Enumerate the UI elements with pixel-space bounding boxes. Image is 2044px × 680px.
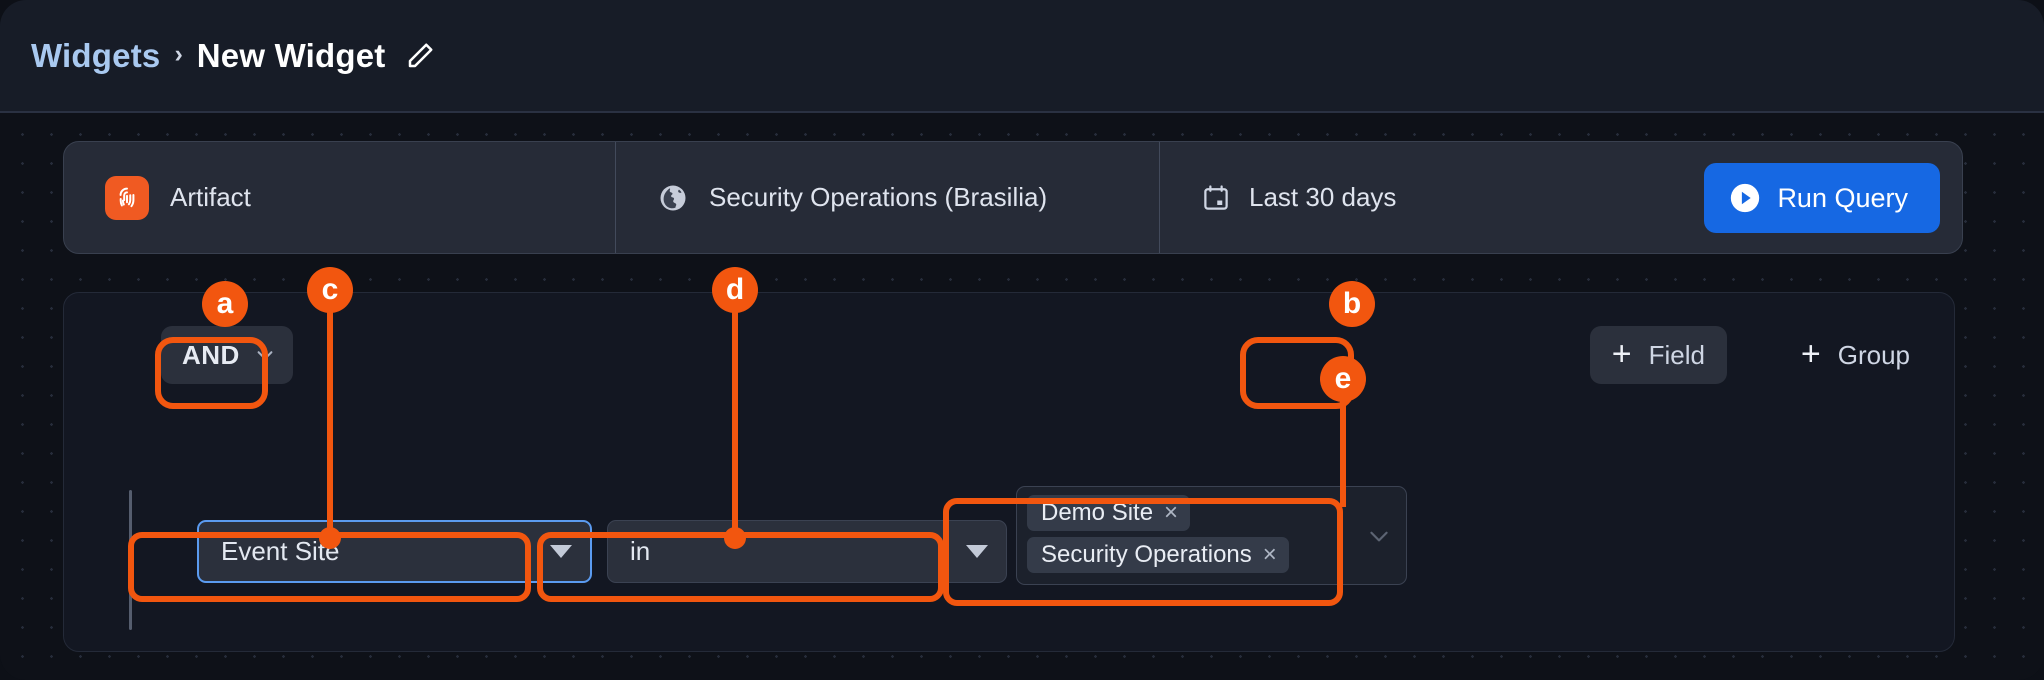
page-header: Widgets › New Widget [0, 0, 2044, 113]
operator-select[interactable]: in [607, 520, 1007, 583]
chip-label: Security Operations [1041, 541, 1252, 568]
page-title: New Widget [196, 36, 386, 74]
field-select[interactable]: Event Site [197, 520, 592, 583]
breadcrumb-separator: › [174, 40, 183, 68]
chevron-down-icon [1366, 523, 1392, 549]
chip-label: Demo Site [1041, 499, 1154, 526]
source-selector[interactable]: Security Operations (Brasilia) [616, 142, 1160, 253]
breadcrumb-link-widgets[interactable]: Widgets [31, 36, 161, 74]
plus-icon: + [1800, 335, 1821, 374]
artifact-selector[interactable]: Artifact [64, 142, 616, 253]
close-icon[interactable]: × [1262, 541, 1277, 568]
chip[interactable]: Security Operations × [1027, 537, 1289, 573]
add-field-label: Field [1648, 339, 1705, 370]
fingerprint-icon [105, 175, 149, 220]
condition-group-rule [129, 490, 132, 630]
plus-icon: + [1611, 335, 1632, 374]
caret-down-icon [550, 545, 572, 558]
caret-down-icon [966, 545, 988, 558]
source-label: Security Operations (Brasilia) [709, 182, 1048, 212]
builder-canvas: Artifact Security Operations (Brasilia) [0, 113, 2044, 680]
value-multiselect[interactable]: Demo Site × Security Operations × [1016, 486, 1407, 585]
conjunction-value: AND [182, 339, 240, 370]
artifact-label: Artifact [170, 182, 251, 212]
run-query-button[interactable]: Run Query [1704, 163, 1940, 233]
pencil-icon[interactable] [405, 41, 435, 71]
field-select-value: Event Site [221, 536, 340, 566]
breadcrumb: Widgets › New Widget [31, 0, 435, 111]
calendar-icon [1201, 183, 1231, 213]
close-icon[interactable]: × [1164, 499, 1179, 526]
globe-icon [658, 183, 688, 213]
chevron-down-icon [254, 344, 276, 366]
operator-select-value: in [630, 536, 651, 566]
add-group-button[interactable]: + Group [1779, 326, 1932, 384]
play-circle-icon [1728, 181, 1762, 215]
add-group-label: Group [1837, 339, 1910, 370]
date-range-selector[interactable]: Last 30 days [1160, 142, 1962, 253]
run-query-label: Run Query [1777, 182, 1908, 213]
filter-panel: AND + Field + Group Event Site [63, 292, 1955, 652]
chip[interactable]: Demo Site × [1027, 495, 1191, 531]
add-field-button[interactable]: + Field [1589, 326, 1727, 384]
query-toolbar: Artifact Security Operations (Brasilia) [63, 141, 1963, 254]
date-range-label: Last 30 days [1249, 182, 1397, 212]
conjunction-dropdown[interactable]: AND [161, 326, 293, 384]
